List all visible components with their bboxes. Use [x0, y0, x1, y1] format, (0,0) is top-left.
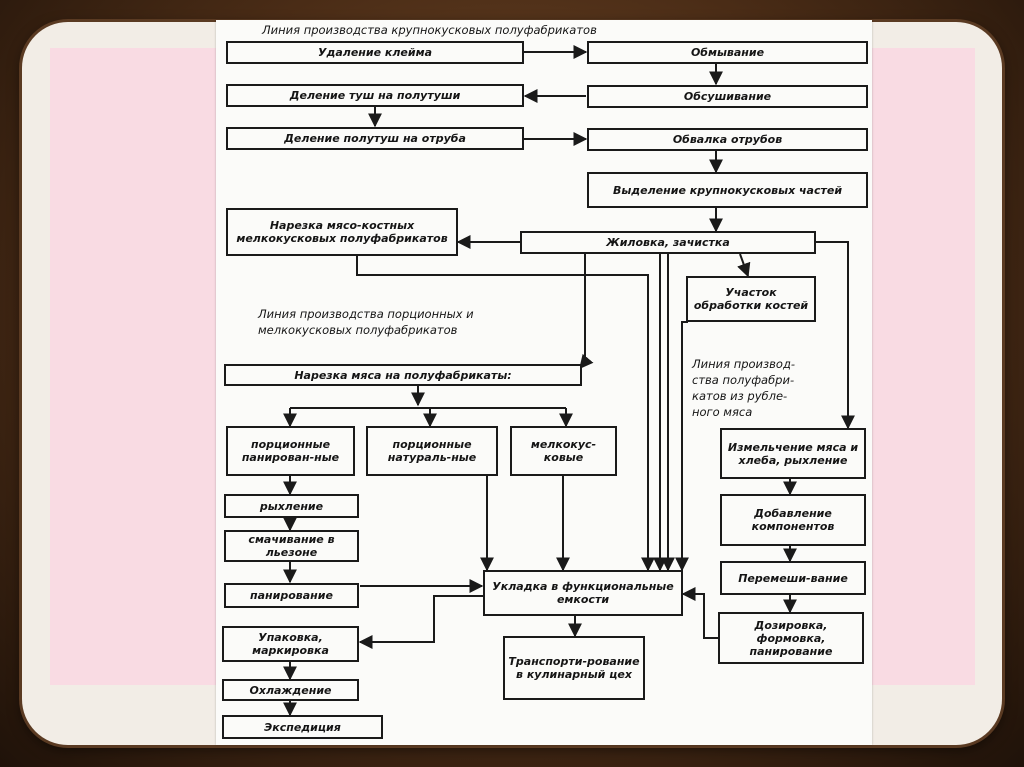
- obmyvanie-box: Обмывание: [587, 41, 868, 64]
- narezka-myasa-box: Нарезка мяса на полуфабрикаты:: [224, 364, 582, 386]
- panirovanie-box: панирование: [224, 583, 359, 608]
- minced-line-title: Линия производ- ства полуфабри- катов из…: [692, 357, 796, 419]
- obsushivanie-box: Обсушивание: [587, 85, 868, 108]
- ekspediciya-box: Экспедиция: [222, 715, 383, 739]
- ukladka-box: Укладка в функциональные емкости: [483, 570, 683, 616]
- narezka-myaso-kostnyh-box: Нарезка мясо-костных мелкокусковых полуф…: [226, 208, 458, 256]
- dobavlenie-box: Добавление компонентов: [720, 494, 866, 546]
- peremeshivanie-box: Перемеши-вание: [720, 561, 866, 595]
- smachivanie-box: смачивание в льезоне: [224, 530, 359, 562]
- zhilovka-box: Жиловка, зачистка: [520, 231, 816, 254]
- uchastok-box: Участок обработки костей: [686, 276, 816, 322]
- porc-panir-box: порционные панирован-ные: [226, 426, 355, 476]
- upakovka-box: Упаковка, маркировка: [222, 626, 359, 662]
- porc-natur-box: порционные натураль-ные: [366, 426, 498, 476]
- melkokus-box: мелкокус-ковые: [510, 426, 617, 476]
- delenie-tush-box: Деление туш на полутуши: [226, 84, 524, 107]
- dozirovka-box: Дозировка, формовка, панирование: [718, 612, 864, 664]
- transport-box: Транспорти-рование в кулинарный цех: [503, 636, 645, 700]
- portion-line-title: Линия производства порционных и мелкокус…: [258, 307, 474, 337]
- udalenie-box: Удаление клейма: [226, 41, 524, 64]
- vydelenie-box: Выделение крупнокусковых частей: [587, 172, 868, 208]
- izmelchenie-box: Измельчение мяса и хлеба, рыхление: [720, 428, 866, 479]
- ohlazhdenie-box: Охлаждение: [222, 679, 359, 701]
- ryhlenie-box: рыхление: [224, 494, 359, 518]
- obvalka-box: Обвалка отрубов: [587, 128, 868, 151]
- top-line-title: Линия производства крупнокусковых полуфа…: [262, 23, 597, 37]
- delenie-polutush-box: Деление полутуш на отруба: [226, 127, 524, 150]
